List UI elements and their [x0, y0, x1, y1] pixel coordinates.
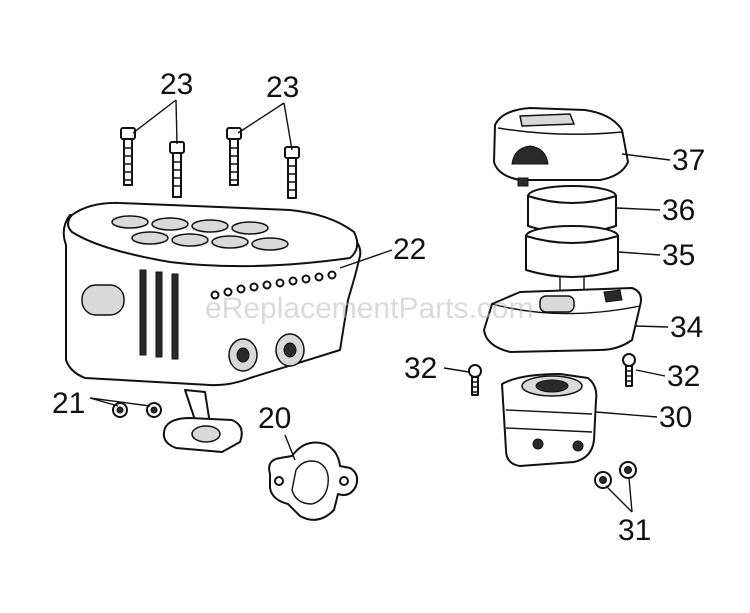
leader-line-34: [635, 325, 669, 328]
bolt-23-4[interactable]: [284, 146, 300, 199]
leader-line-30: [595, 411, 658, 418]
screw-32-1[interactable]: [468, 364, 482, 396]
callout-22: 22: [393, 233, 426, 266]
leader-line-36: [616, 207, 661, 211]
muffler-heat-shield-22[interactable]: [62, 201, 362, 453]
bolt-23-2[interactable]: [169, 141, 185, 198]
air-cleaner-base-34[interactable]: [483, 287, 642, 353]
callout-23-right: 23: [266, 71, 299, 104]
nut-31-1[interactable]: [594, 471, 612, 489]
air-cleaner-cover-37[interactable]: [493, 107, 629, 187]
bolt-23-3[interactable]: [226, 127, 242, 186]
nut-31-2[interactable]: [619, 461, 637, 479]
callout-35: 35: [662, 239, 695, 272]
callout-31: 31: [618, 514, 651, 547]
leader-lines-21: [89, 397, 151, 407]
screw-32-2[interactable]: [622, 353, 636, 387]
callout-36: 36: [662, 194, 695, 227]
gasket-20[interactable]: [268, 441, 359, 521]
leader-line-20: [284, 434, 296, 461]
bolt-23-1[interactable]: [120, 127, 136, 186]
callout-30: 30: [659, 401, 692, 434]
callout-20: 20: [258, 402, 291, 435]
leader-line-22: [339, 249, 393, 269]
nut-21-1[interactable]: [112, 402, 128, 418]
leader-lines-32: [443, 367, 666, 377]
leader-line-35: [618, 251, 661, 256]
callout-34: 34: [670, 311, 703, 344]
pre-filter-36[interactable]: [527, 185, 617, 234]
leader-lines-23: [132, 99, 293, 151]
muffler-vent-row: [210, 270, 337, 300]
watermark-text: eReplacementParts.com: [205, 292, 533, 325]
filter-element-35[interactable]: [525, 225, 619, 292]
callout-32-left: 32: [404, 352, 437, 385]
callout-21: 21: [52, 387, 85, 420]
callout-37: 37: [672, 144, 705, 177]
callout-23-left: 23: [160, 68, 193, 101]
nut-21-2[interactable]: [146, 402, 162, 418]
leader-lines-31: [605, 477, 633, 513]
callout-32-right: 32: [667, 360, 700, 393]
leader-line-37: [621, 153, 671, 161]
air-cleaner-elbow-30[interactable]: [501, 373, 598, 467]
